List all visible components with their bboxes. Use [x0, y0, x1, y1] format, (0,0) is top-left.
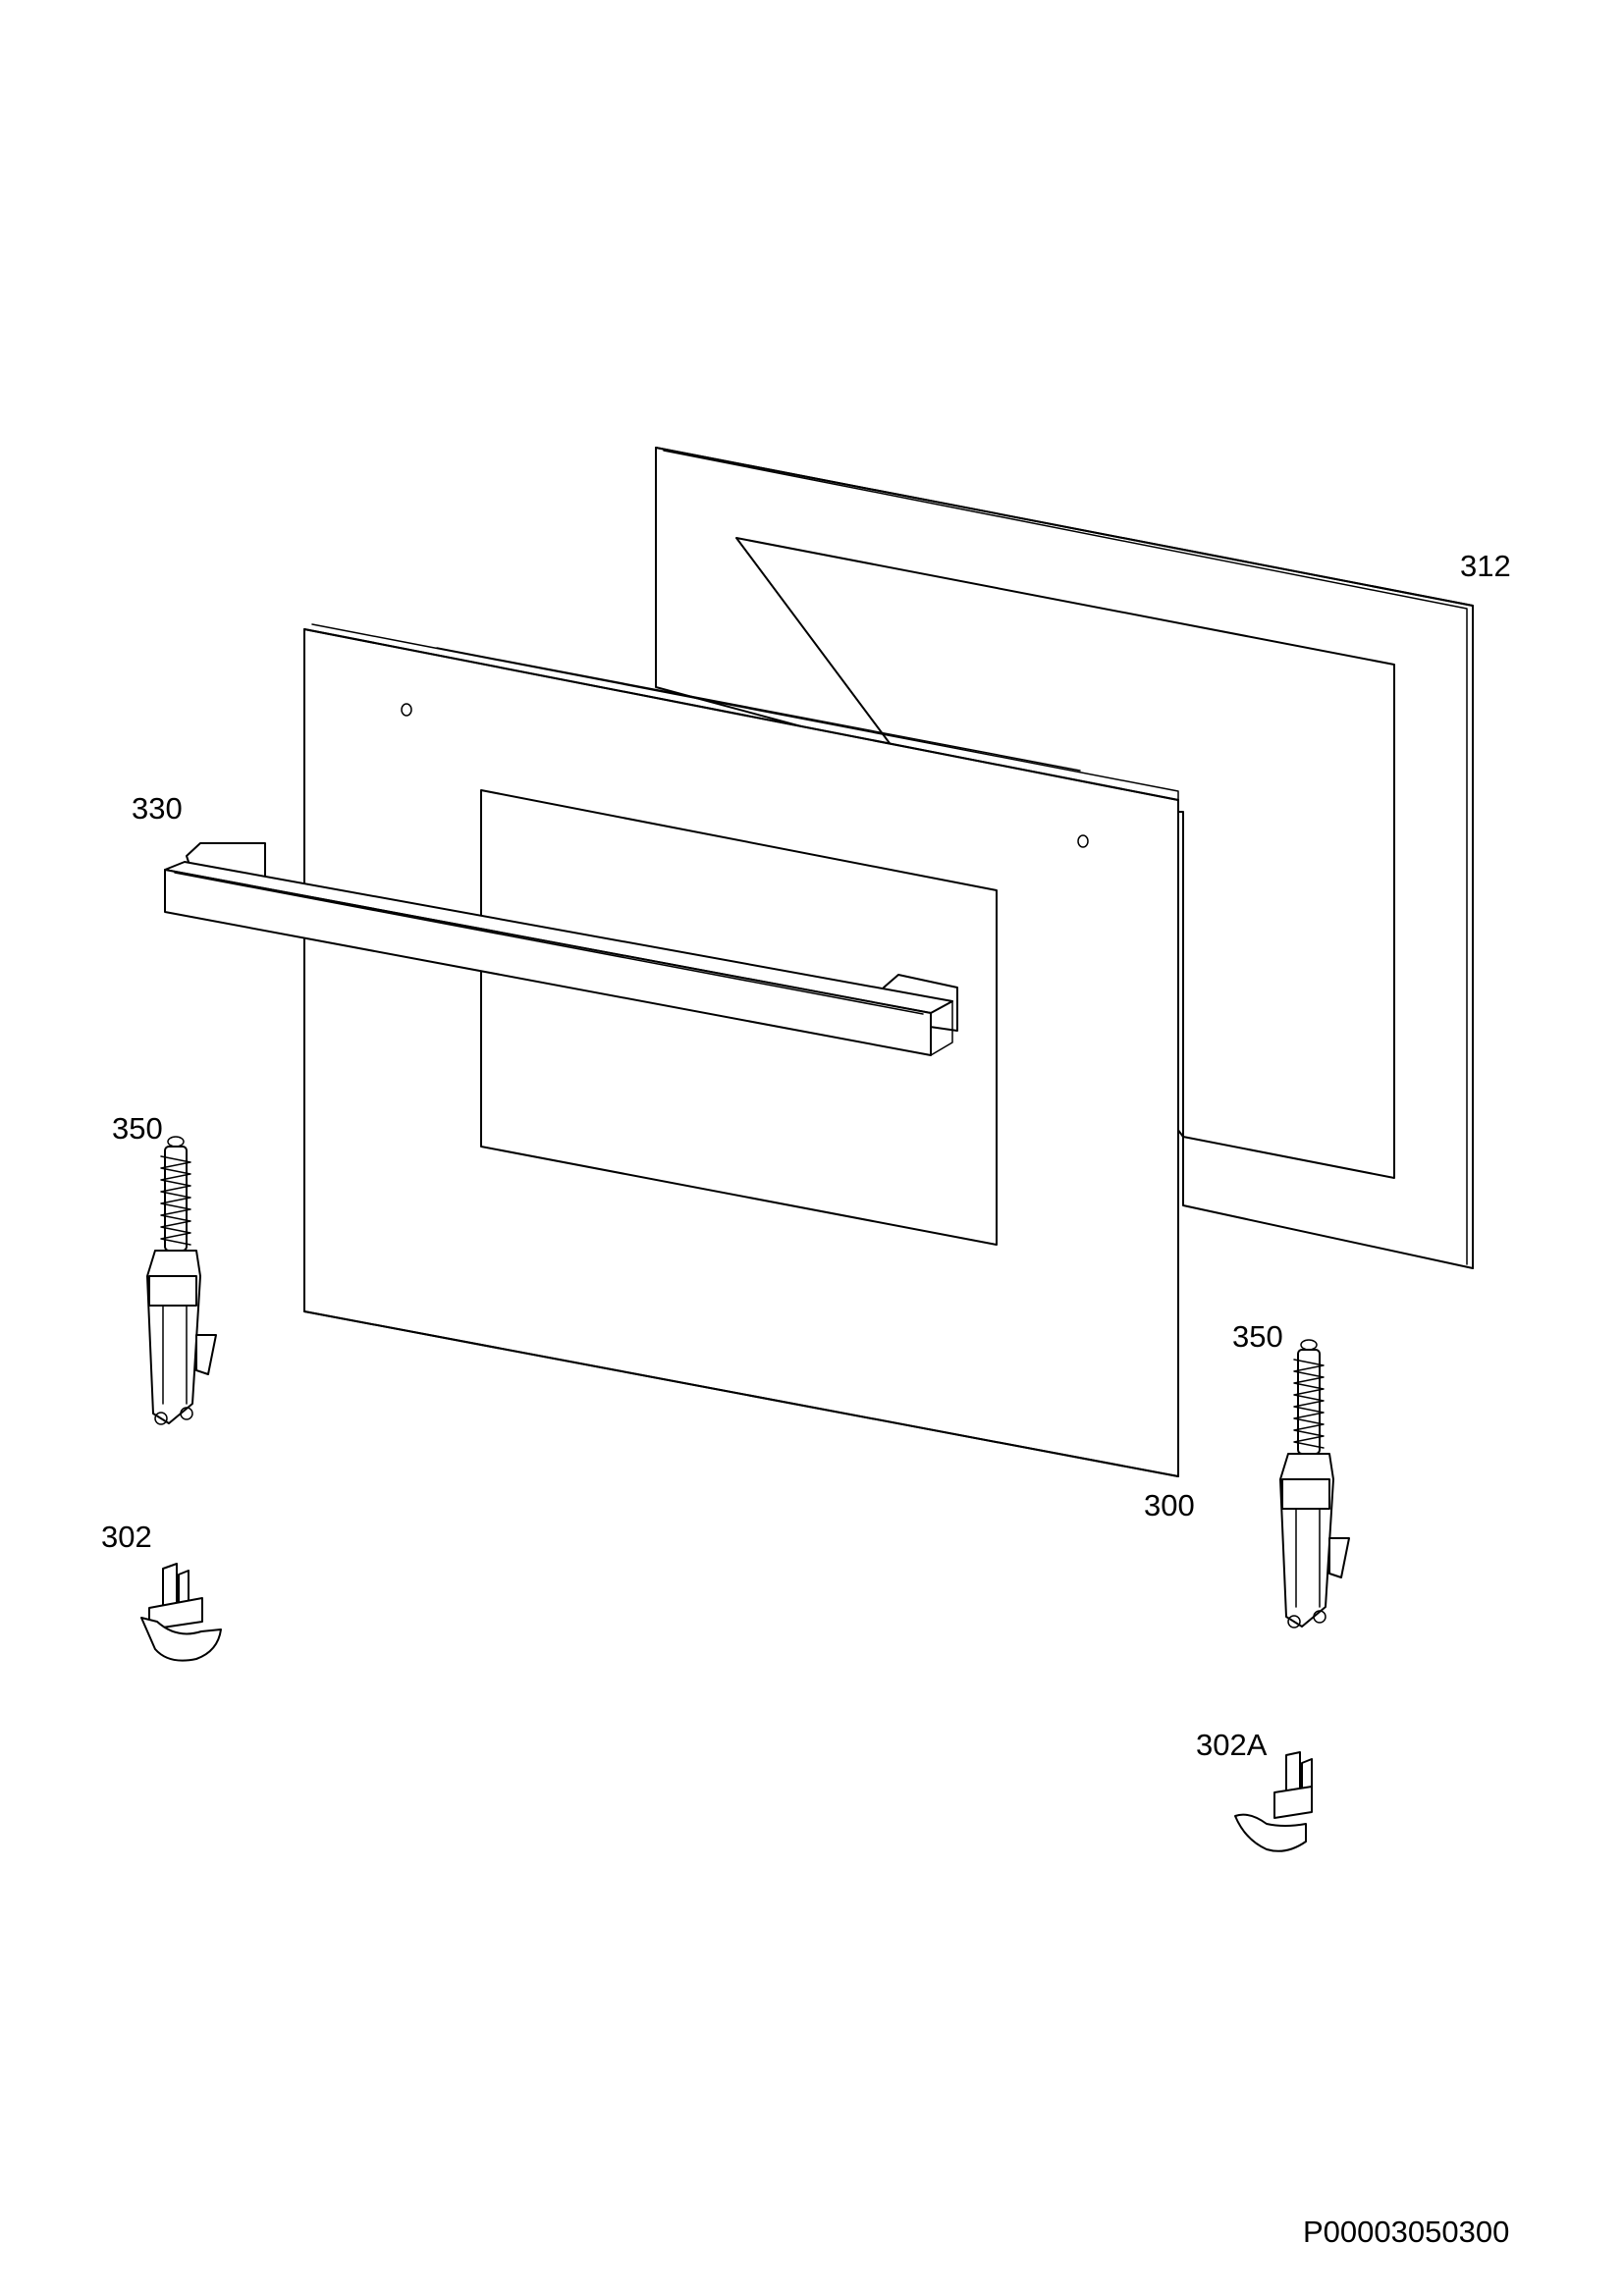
document-id: P00003050300: [1303, 2215, 1509, 2249]
hinge-support-right: [1234, 1751, 1313, 1852]
hinge-right: [1279, 1339, 1350, 1629]
label-front-panel: 300: [1144, 1488, 1195, 1522]
door-handle: [164, 842, 958, 1056]
label-hinge-left: 350: [112, 1111, 163, 1146]
label-hinge-right: 350: [1232, 1319, 1283, 1354]
label-hinge-support-right: 302A: [1196, 1728, 1268, 1762]
label-rear-glass: 312: [1460, 549, 1511, 583]
front-glass-panel: [303, 623, 1179, 1477]
label-handle: 330: [132, 791, 183, 826]
hinge-left: [146, 1136, 217, 1425]
hinge-support-left: [140, 1563, 222, 1662]
rear-glass-panel: [655, 447, 1474, 1269]
label-hinge-support-left: 302: [101, 1520, 152, 1554]
